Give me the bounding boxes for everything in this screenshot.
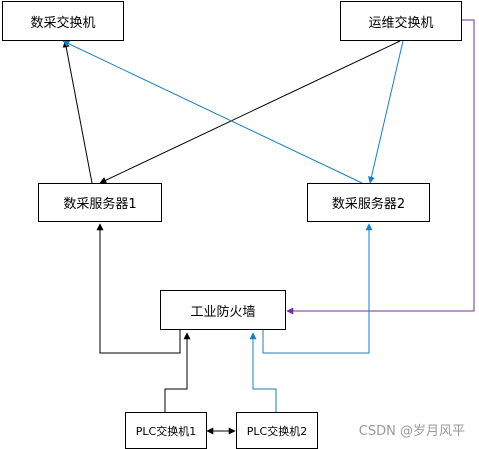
edge-firewall-to-server1 xyxy=(96,223,181,354)
edge-plc1-to-firewall xyxy=(164,332,191,412)
data-switch-label: 数采交换机 xyxy=(30,15,96,31)
edge-firewall-to-server2 xyxy=(262,223,373,354)
edge-plc2-to-firewall xyxy=(249,332,277,412)
server2-label: 数采服务器2 xyxy=(331,197,406,212)
firewall-label: 工业防火墙 xyxy=(190,304,256,320)
edge-ops-switch-to-firewall xyxy=(286,19,475,315)
server1-label: 数采服务器1 xyxy=(63,197,137,212)
plc-switch1-node: PLC交换机1 xyxy=(125,412,207,449)
plc-switch1-label: PLC交换机1 xyxy=(135,424,197,438)
edge-server2-to-data-switch xyxy=(62,40,363,184)
edge-ops-switch-to-server2 xyxy=(368,40,404,184)
edge-server1-to-data-switch xyxy=(62,40,93,184)
plc-switch2-label: PLC交换机2 xyxy=(246,424,308,438)
server2-node: 数采服务器2 xyxy=(307,183,430,222)
ops-switch-label: 运维交换机 xyxy=(368,15,434,31)
data-switch-node: 数采交换机 xyxy=(2,1,124,41)
firewall-node: 工业防火墙 xyxy=(160,290,286,330)
edge-ops-switch-to-server1 xyxy=(99,40,401,184)
watermark: CSDN @岁月风平 xyxy=(358,424,465,439)
plc-switch2-node: PLC交换机2 xyxy=(236,412,318,449)
server1-node: 数采服务器1 xyxy=(38,183,162,222)
ops-switch-node: 运维交换机 xyxy=(340,1,462,41)
